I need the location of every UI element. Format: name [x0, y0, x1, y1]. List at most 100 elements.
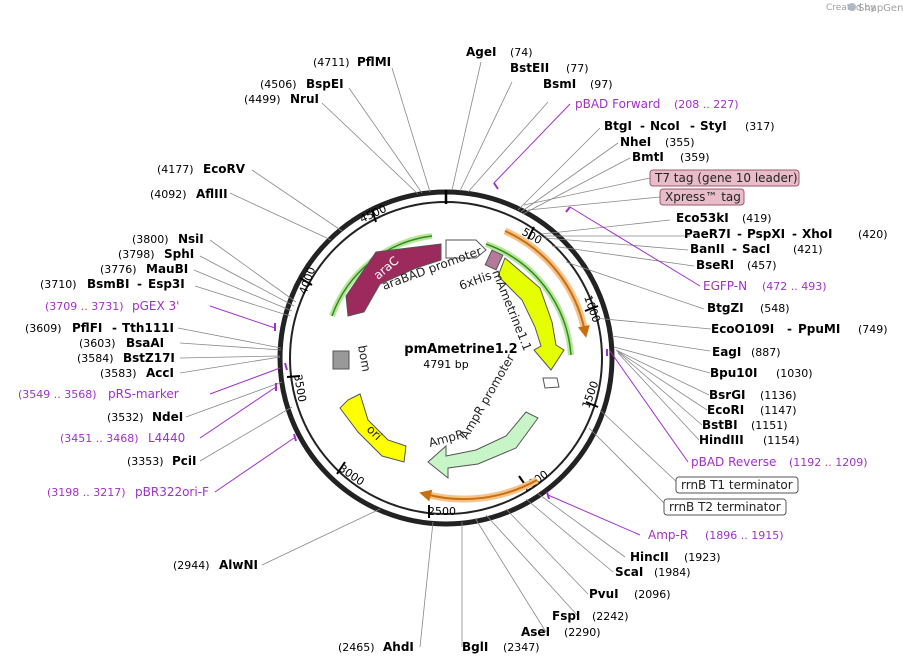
label-t7-tag: T7 tag (gene 10 leader): [654, 171, 798, 185]
site-pos-nsii: (3800): [132, 233, 169, 246]
site-pos-pcii: (3353): [127, 455, 164, 468]
site-name-ecorv: EcoRV: [203, 162, 246, 176]
site-name-bsmi: BsmI: [543, 77, 576, 91]
feature-ampr-promoter-arrow: [542, 377, 560, 389]
primer-name-amp-r: Amp-R: [648, 528, 688, 542]
feature-arac-arrow: [345, 243, 442, 317]
box-xpress-tag: [659, 188, 745, 206]
box-rrnb-t1: [675, 476, 799, 494]
site-name-eco53ki: Eco53kI: [676, 211, 729, 225]
site-name-pflmi: PflMI: [357, 55, 391, 69]
svg-text:-: -: [787, 322, 792, 336]
primer-name-pgex3: pGEX 3': [132, 299, 179, 313]
site-pos-eco53ki: (419): [742, 212, 772, 225]
site-name-alwni: AlwNI: [219, 558, 258, 572]
primer-name-pbad-reverse: pBAD Reverse: [691, 455, 776, 469]
site-name-pflfi: PflFI: [72, 321, 102, 335]
site-name-hincii: HincII: [630, 550, 669, 564]
primer-range-pgex3: (3709 .. 3731): [45, 300, 124, 313]
primer-range-pbad-forward: (208 .. 227): [674, 98, 739, 111]
primer-name-egfp-n: EGFP-N: [703, 279, 747, 293]
site-name-bsrgi: BsrGI: [709, 388, 746, 402]
primer-name-l4440: L4440: [148, 431, 185, 445]
svg-text:-: -: [732, 242, 737, 256]
site-pos-scai: (1984): [654, 566, 691, 579]
site-name-bstbi: BstBI: [702, 418, 738, 432]
primer-range-pbad-reverse: (1192 .. 1209): [789, 456, 868, 469]
tick-label-4500: 4500: [358, 202, 389, 226]
primer-name-prs-marker: pRS-marker: [108, 387, 179, 401]
site-name-nhei: NheI: [620, 135, 651, 149]
primer-labels: pBAD Forward (208 .. 227) EGFP-N (472 ..…: [18, 97, 868, 542]
site-labels: (4711) PflMI AgeI (74) BstEII (77) BsmI …: [25, 45, 888, 654]
site-name-asei: AseI: [521, 625, 550, 639]
site-pos-bstbi: (1151): [751, 419, 788, 432]
site-pos-nrui: (4499): [244, 93, 281, 106]
site-name-ndei: NdeI: [152, 410, 183, 424]
brand-product: SnapGene: [858, 3, 903, 14]
site-pos-ecori: (1147): [760, 404, 797, 417]
primer-name-pbr322ori-f: pBR322ori-F: [135, 485, 209, 499]
site-name-btgi: BtgI: [604, 119, 632, 133]
site-pos-nhei: (355): [665, 136, 695, 149]
site-name-bstz17i: BstZ17I: [123, 351, 175, 365]
plasmid-size: 4791 bp: [423, 358, 468, 371]
site-pos-ndei: (3532): [107, 411, 144, 424]
site-pos-eagi: (887): [751, 346, 781, 359]
site-name-saci: SacI: [742, 242, 770, 256]
primer-range-pbr322ori-f: (3198 .. 3217): [47, 486, 126, 499]
label-rrnb-t2: rrnB T2 terminator: [669, 500, 781, 514]
box-rrnb-t2: [663, 498, 787, 516]
site-pos-alwni: (2944): [173, 559, 210, 572]
site-name-bgli: BglI: [462, 640, 488, 654]
site-pos-afliii: (4092): [150, 188, 187, 201]
primer-range-l4440: (3451 .. 3468): [60, 432, 139, 445]
site-name-ppumi: PpuMI: [798, 322, 840, 336]
site-pos-bpu10i: (1030): [776, 367, 813, 380]
site-pos-pflfi: (3609): [25, 322, 62, 335]
site-name-maubi: MauBI: [146, 262, 188, 276]
tick-label-3500: 3500: [291, 373, 309, 403]
site-pos-ecoo109i: (749): [858, 323, 888, 336]
site-pos-paer7i: (420): [858, 228, 888, 241]
site-pos-bsrgi: (1136): [760, 389, 797, 402]
site-name-bsmbi: BsmBI: [87, 277, 129, 291]
site-name-pspxi: PspXI: [747, 227, 785, 241]
svg-text:-: -: [112, 321, 117, 335]
site-pos-hincii: (1923): [684, 551, 721, 564]
tick-label-4000: 4000: [297, 265, 319, 296]
svg-text:-: -: [137, 277, 142, 291]
site-pos-bgli: (2347): [503, 641, 540, 654]
feature-mametrine-arrow: [497, 257, 565, 371]
primer-leaders: [199, 103, 701, 536]
site-pos-acci: (3583): [100, 367, 137, 380]
site-pos-sphi: (3798): [118, 248, 155, 261]
site-name-tth111i: Tth111I: [122, 321, 174, 335]
ticks: [286, 209, 599, 518]
site-name-bpu10i: Bpu10I: [710, 366, 757, 380]
site-pos-agei: (74): [510, 46, 533, 59]
label-xpress-tag: Xpress™ tag: [665, 190, 741, 204]
primer-name-pbad-forward: pBAD Forward: [575, 97, 660, 111]
site-name-pcii: PciI: [172, 454, 197, 468]
plasmid-name: pmAmetrine1.2: [404, 342, 517, 357]
site-pos-pvui: (2096): [634, 588, 671, 601]
site-name-esp3i: Esp3I: [148, 277, 185, 291]
site-pos-btgzi: (548): [760, 302, 790, 315]
feature-arabad-promoter-arrow: [445, 239, 487, 259]
label-rrnb-t1: rrnB T1 terminator: [681, 478, 793, 492]
site-name-styi: StyI: [700, 119, 727, 133]
site-name-afliii: AflIII: [196, 187, 228, 201]
site-pos-bstz17i: (3584): [77, 352, 114, 365]
site-name-ncoi: NcoI: [650, 119, 680, 133]
site-pos-bsmbi: (3710): [40, 278, 77, 291]
boxed-labels: T7 tag (gene 10 leader) Xpress™ tag rrnB…: [523, 169, 800, 516]
site-pos-asei: (2290): [564, 626, 601, 639]
site-name-agei: AgeI: [466, 45, 496, 59]
site-name-bseri: BseRI: [696, 258, 734, 272]
site-name-ahdi: AhdI: [383, 640, 414, 654]
site-name-pvui: PvuI: [589, 587, 619, 601]
primer-range-egfp-n: (472 .. 493): [762, 280, 827, 293]
svg-text:-: -: [792, 227, 797, 241]
